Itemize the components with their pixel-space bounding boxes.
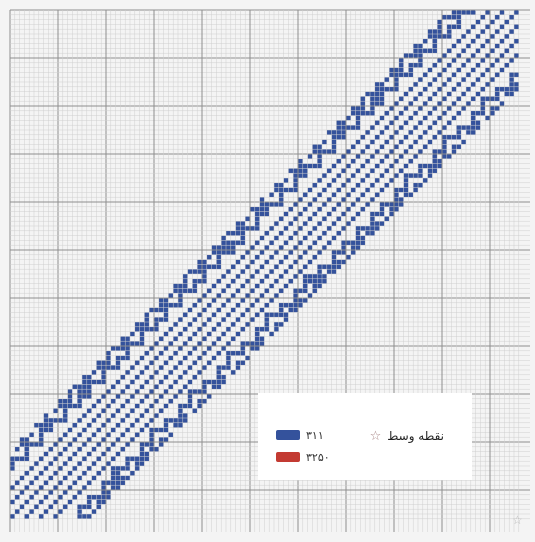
- legend-item-blue: ۳۱۱: [276, 427, 324, 443]
- legend-code-blue: ۳۱۱: [306, 429, 324, 442]
- center-point-label: نقطه وسط: [387, 429, 444, 443]
- swatch-red: [276, 452, 300, 462]
- legend-panel: ۳۱۱ ۳۲۵۰ نقطه وسط ☆: [258, 393, 472, 480]
- legend-code-red: ۳۲۵۰: [306, 451, 330, 464]
- star-outline-icon: ☆: [370, 430, 382, 443]
- star-outline-icon: ☆: [512, 514, 523, 526]
- legend-item-red: ۳۲۵۰: [276, 449, 330, 465]
- swatch-blue: [276, 430, 300, 440]
- center-point-note: نقطه وسط ☆: [370, 429, 444, 443]
